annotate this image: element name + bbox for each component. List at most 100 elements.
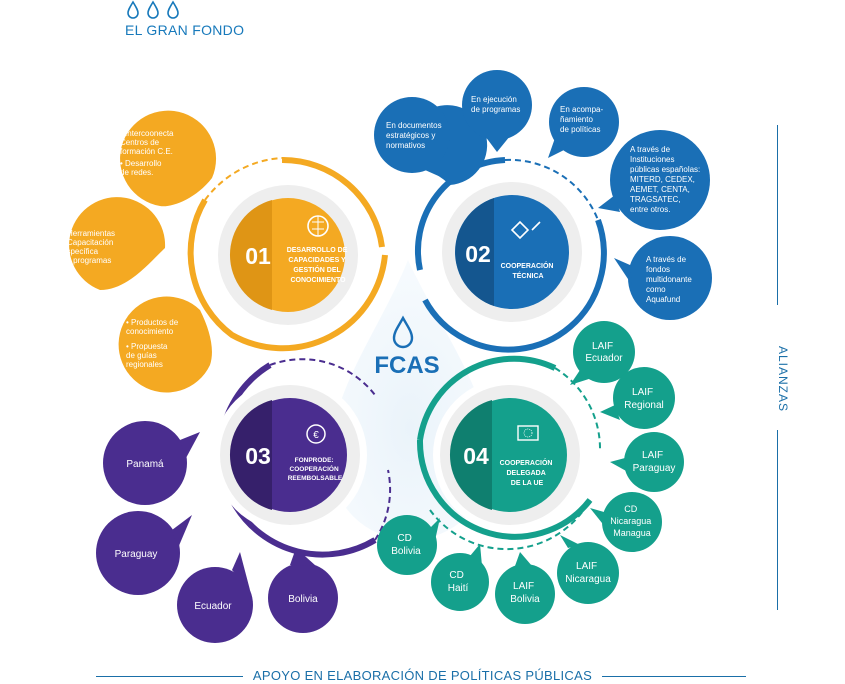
section-01-title-3: GESTIÓN DEL xyxy=(293,265,341,274)
orange-drop-1-line-1: • Intercoonecta xyxy=(120,129,174,138)
svg-text:LAIF Paraguay: LAIF Paraguay xyxy=(633,450,676,474)
blue-drop-4-line-4: MITERD, CEDEX, xyxy=(630,175,695,184)
blue-drop-5-line-3: multidonante xyxy=(646,275,692,284)
brain-icon xyxy=(307,215,329,237)
blue-drop-5: A través de fondos multidonante como Aqu… xyxy=(614,236,712,320)
teal-drop-5-line-1: LAIF xyxy=(576,561,597,572)
blue-drop-3-line-1: En acompa- xyxy=(560,105,603,114)
blue-drop-4-line-5: AEMET, CENTA, xyxy=(630,185,690,194)
orange-drop-2: • Herramientas • Capacitación específica… xyxy=(62,197,166,290)
orange-drop-2-line-2: • Capacitación xyxy=(62,238,113,247)
svg-text:COOPERACIÓN TÉCNICA: COOPERACIÓN TÉCNICA xyxy=(501,261,556,280)
teal-drop-2: LAIF Regional xyxy=(600,367,675,429)
orange-drop-3-line-1: • Productos de xyxy=(126,318,179,327)
blue-drop-4-line-6: TRAGSATEC, xyxy=(630,195,681,204)
svg-text:LAIF Nicaragua: LAIF Nicaragua xyxy=(565,561,611,585)
fcas-label: FCAS xyxy=(374,352,439,379)
orange-drop-1-line-3: formación C.E. xyxy=(120,147,173,156)
blue-drop-4-line-2: Instituciones xyxy=(630,155,674,164)
svg-text:€: € xyxy=(313,430,319,441)
section-03: 03 € FONPRODE: COOPERACIÓN REEMBOLSABLE xyxy=(213,358,392,558)
blue-drop-4-line-7: entre otros. xyxy=(630,205,670,214)
section-01-title-4: CONOCIMIENTO xyxy=(290,277,346,284)
purple-drop-4-label: Bolivia xyxy=(288,594,318,605)
section-03-ring-dashed xyxy=(269,358,376,396)
svg-text:CD Haití: CD Haití xyxy=(448,570,469,594)
teal-drop-8-line-1: CD xyxy=(397,533,411,544)
blue-drop-1-line-2: estratégicos y xyxy=(386,131,435,140)
blue-drop-5-line-5: Aquafund xyxy=(646,295,680,304)
section-02: 02 COOPERACIÓN TÉCNICA xyxy=(415,157,607,353)
section-03-title-3: REEMBOLSABLE xyxy=(288,475,343,482)
svg-text:En documentos estratégic: En documentos estratégicos y normativos xyxy=(386,121,444,150)
svg-text:COOPERACIÓN DELEGADA: COOPERACIÓN DELEGADA DE LA UE xyxy=(500,458,555,487)
blue-drop-2: En ejecución de programas xyxy=(462,70,532,152)
teal-drop-6-line-2: Bolivia xyxy=(510,594,540,605)
blue-drop-1-line-3: normativos xyxy=(386,141,425,150)
euro-group-icon: € xyxy=(306,424,326,444)
header-drops-icon xyxy=(127,0,179,19)
teal-drop-3: LAIF Paraguay xyxy=(610,432,684,492)
teal-drop-8-line-2: Bolivia xyxy=(391,546,421,557)
svg-text:DESARROLLO DE CAPACIDADE: DESARROLLO DE CAPACIDADES Y GESTIÓN DEL … xyxy=(287,247,350,284)
side-line-bottom xyxy=(777,430,778,610)
teal-drop-2-line-2: Regional xyxy=(624,400,663,411)
blue-drop-3-line-3: de políticas xyxy=(560,125,600,134)
blue-drop-3-line-2: ñamiento xyxy=(560,115,593,124)
section-02-ring-dashed xyxy=(504,158,599,221)
svg-text:• Intercoonecta Centro: • Intercoonecta Centros de formación C.E… xyxy=(120,129,176,177)
orange-drop-3: • Productos de conocimiento • Propuesta … xyxy=(118,296,212,393)
teal-drop-7-line-2: Haití xyxy=(448,583,469,594)
purple-drop-2-label: Paraguay xyxy=(115,549,158,560)
svg-text:FONPRODE: COOPERACIÓN: FONPRODE: COOPERACIÓN REEMBOLSABLE xyxy=(288,457,343,482)
teal-drop-8: CD Bolivia xyxy=(377,515,440,575)
section-01-title-2: CAPACIDADES Y xyxy=(288,257,346,264)
teal-drop-3-line-1: LAIF xyxy=(642,450,663,461)
svg-text:• Herramientas • Capacit: • Herramientas • Capacitación específica… xyxy=(62,229,117,265)
section-01-title-1: DESARROLLO DE xyxy=(287,247,348,254)
blue-drop-4-line-3: públicas españolas: xyxy=(630,165,700,174)
teal-drop-3-line-2: Paraguay xyxy=(633,463,676,474)
blue-drop-3: En acompa- ñamiento de políticas xyxy=(548,87,619,158)
eu-flag-icon xyxy=(517,425,539,441)
svg-text:LAIF Bolivia: LAIF Bolivia xyxy=(510,581,540,605)
svg-text:LAIF Ecuador: LAIF Ecuador xyxy=(585,341,623,364)
svg-text:A través de Institucione: A través de Instituciones públicas españ… xyxy=(630,145,703,214)
teal-drop-4: CD Nicaragua Managua xyxy=(590,492,662,552)
svg-text:CD Nicaragua Manag: CD Nicaragua Managua xyxy=(610,504,654,538)
footer-title-text: APOYO EN ELABORACIÓN DE POLÍTICAS PÚBLIC… xyxy=(242,668,603,683)
teal-drop-7-line-1: CD xyxy=(449,570,463,581)
blue-drop-5-line-4: como xyxy=(646,285,666,294)
teal-drop-2-line-1: LAIF xyxy=(632,387,653,398)
purple-drop-panama: Panamá xyxy=(103,421,200,505)
orange-drop-3-line-5: regionales xyxy=(126,360,163,369)
purple-drop-paraguay: Paraguay xyxy=(96,511,192,595)
teal-drop-1-line-1: LAIF xyxy=(592,341,613,352)
purple-drop-bolivia: Bolivia xyxy=(268,548,338,633)
teal-drop-7: CD Haití xyxy=(431,544,489,611)
alianzas-label: ALIANZAS xyxy=(776,346,790,413)
svg-text:En acompa- ñamiento: En acompa- ñamiento de políticas xyxy=(560,105,605,134)
orange-drop-1-line-5: de redes. xyxy=(120,168,153,177)
orange-drop-2-line-1: • Herramientas xyxy=(62,229,115,238)
teal-drop-4-line-3: Managua xyxy=(613,528,651,538)
section-03-number: 03 xyxy=(245,443,271,469)
teal-drop-6-line-1: LAIF xyxy=(513,581,534,592)
orange-drop-3-line-3: • Propuesta xyxy=(126,342,168,351)
svg-text:LAIF Regional: LAIF Regional xyxy=(624,387,663,411)
purple-drop-3-label: Ecuador xyxy=(194,601,232,612)
section-01: 01 DESARROLLO DE CAPACIDADES Y GESTIÓN D… xyxy=(187,156,388,352)
section-02-title-2: TÉCNICA xyxy=(512,271,543,280)
blue-drop-4-line-1: A través de xyxy=(630,145,671,154)
purple-drop-1-label: Panamá xyxy=(126,459,164,470)
water-drop-icon xyxy=(392,315,414,349)
teal-drop-4-line-1: CD xyxy=(624,504,637,514)
svg-text:CD Bolivia: CD Bolivia xyxy=(391,533,421,557)
svg-text:• Productos de conocim: • Productos de conocimiento • Propuesta … xyxy=(126,318,180,369)
blue-drop-2-line-2: de programas xyxy=(471,105,520,114)
section-03-title-2: COOPERACIÓN xyxy=(290,464,339,473)
orange-drop-2-line-3: específica xyxy=(62,247,99,256)
teal-drop-5-line-2: Nicaragua xyxy=(565,574,611,585)
handshake-icon xyxy=(510,220,541,240)
teal-drop-1: LAIF Ecuador xyxy=(570,321,635,385)
